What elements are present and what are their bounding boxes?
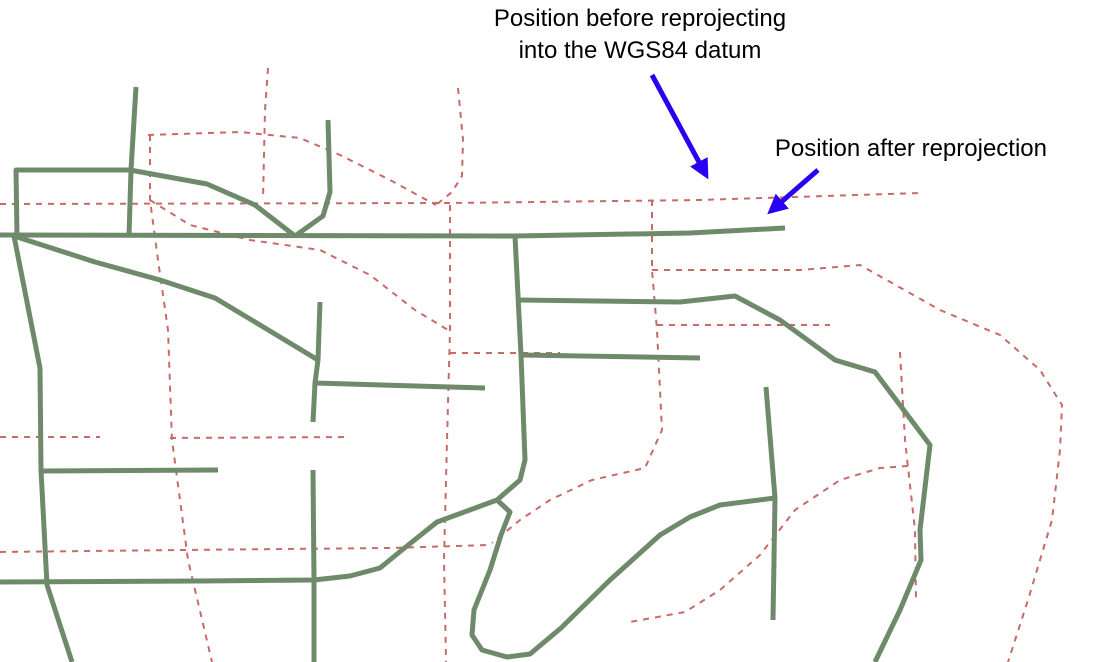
after-road <box>13 233 320 363</box>
after-roads-layer <box>0 86 933 662</box>
after-road <box>0 497 498 585</box>
after-road <box>310 301 323 423</box>
before-road <box>0 544 491 553</box>
after-arrow-icon <box>767 168 820 215</box>
after-annotation: Position after reprojection <box>767 135 1047 215</box>
before-road <box>491 200 663 544</box>
before-road <box>652 264 1063 662</box>
after-road <box>310 469 317 662</box>
after-road <box>126 86 139 237</box>
before-road <box>169 436 351 439</box>
after-road <box>41 467 219 474</box>
before-annotation: Position before reprojecting into the WG… <box>494 5 786 180</box>
before-road <box>629 465 909 623</box>
before-road <box>899 351 917 601</box>
before-road <box>262 67 269 201</box>
after-road <box>293 119 333 239</box>
before-label-line2: into the WGS84 datum <box>519 37 762 64</box>
before-arrow-icon <box>649 73 709 180</box>
before-road <box>149 199 449 331</box>
before-roads-layer <box>0 67 1063 662</box>
after-road <box>314 380 486 391</box>
before-label-line1: Position before reprojecting <box>494 5 786 32</box>
after-road <box>763 386 778 621</box>
after-road <box>469 235 776 660</box>
before-road <box>147 131 437 206</box>
after-road <box>518 293 933 662</box>
after-road <box>520 352 701 361</box>
before-road <box>443 205 451 662</box>
after-road <box>0 225 786 239</box>
after-road <box>13 167 297 238</box>
after-road <box>11 235 75 662</box>
before-road <box>435 87 464 206</box>
after-label: Position after reprojection <box>775 135 1047 162</box>
